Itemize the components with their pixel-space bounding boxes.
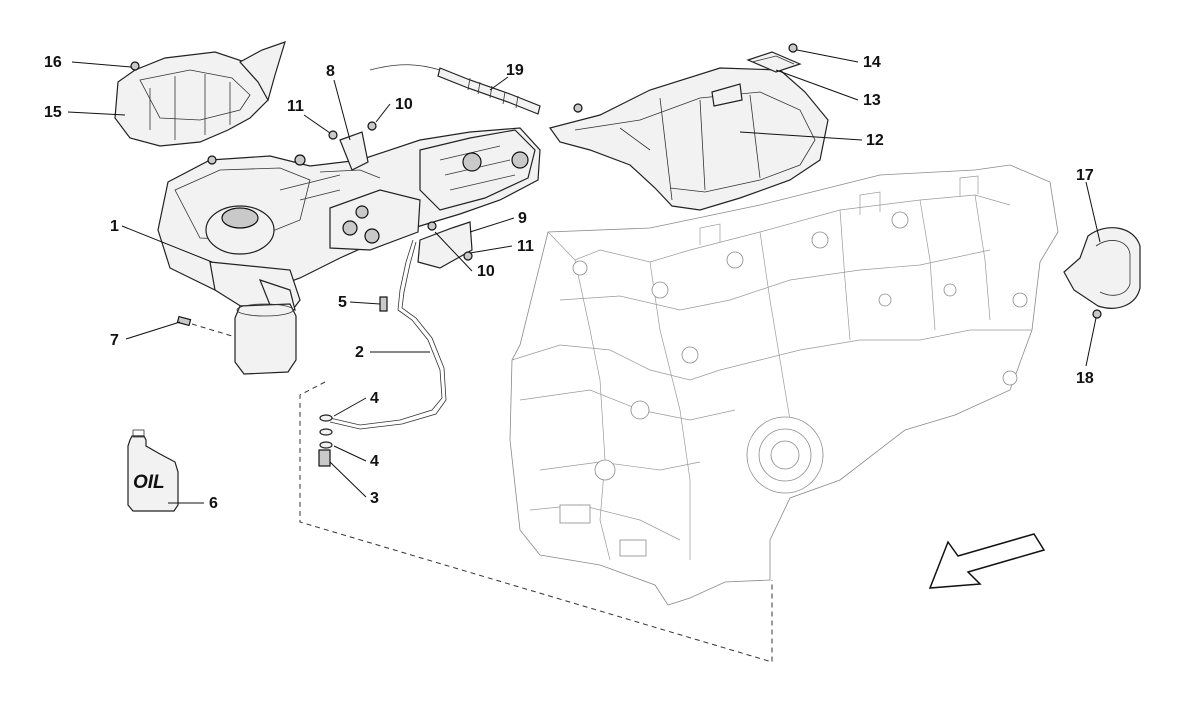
- fluid-reservoir: [234, 303, 297, 375]
- callout-4-lower: 4: [370, 453, 379, 470]
- callout-17: 17: [1076, 167, 1094, 184]
- callout-labels: 1 2 3 4 4 5 6 7 8 9 10 10 11 11 12 13 14…: [44, 54, 1094, 512]
- callout-12: 12: [866, 132, 884, 149]
- callout-1: 1: [110, 218, 119, 235]
- arrow-icon: [928, 533, 1046, 589]
- callout-5: 5: [338, 294, 347, 311]
- part-3-banjo-bolt: [318, 449, 331, 467]
- callout-11-upper: 11: [287, 98, 304, 115]
- oil-bottle: OIL: [127, 429, 179, 512]
- callout-13: 13: [863, 92, 881, 109]
- part-5-fitting: [379, 296, 388, 312]
- callout-4-upper: 4: [370, 390, 379, 407]
- callout-15: 15: [44, 104, 62, 121]
- callout-14: 14: [863, 54, 881, 71]
- part-15-cover: [114, 41, 286, 147]
- callout-9: 9: [518, 210, 527, 227]
- part-17-bracket: [1063, 227, 1141, 319]
- callout-16: 16: [44, 54, 62, 71]
- part-12-heat-shield: [549, 67, 829, 211]
- callout-19: 19: [506, 62, 524, 79]
- part-8-bracket: [328, 121, 377, 171]
- callout-11-lower: 11: [517, 238, 534, 255]
- part-9-bracket: [417, 221, 473, 269]
- part-13-clip: [746, 43, 802, 73]
- oil-bottle-label: OIL: [133, 472, 165, 493]
- group-outline: [299, 381, 773, 663]
- part-2-pipe: [329, 239, 447, 430]
- callout-8: 8: [326, 63, 335, 80]
- part-7-bolt: [176, 315, 233, 337]
- gearbox-housing: [509, 164, 1059, 606]
- callout-2: 2: [355, 344, 364, 361]
- part-4-washers: [319, 414, 333, 449]
- callout-18: 18: [1076, 370, 1094, 387]
- callout-10-lower: 10: [477, 263, 495, 280]
- callout-6: 6: [209, 495, 218, 512]
- callout-3: 3: [370, 490, 379, 507]
- callout-10-upper: 10: [395, 96, 413, 113]
- part-19-hose: [369, 64, 541, 115]
- callout-7: 7: [110, 332, 119, 349]
- leader-lines: [67, 49, 1101, 504]
